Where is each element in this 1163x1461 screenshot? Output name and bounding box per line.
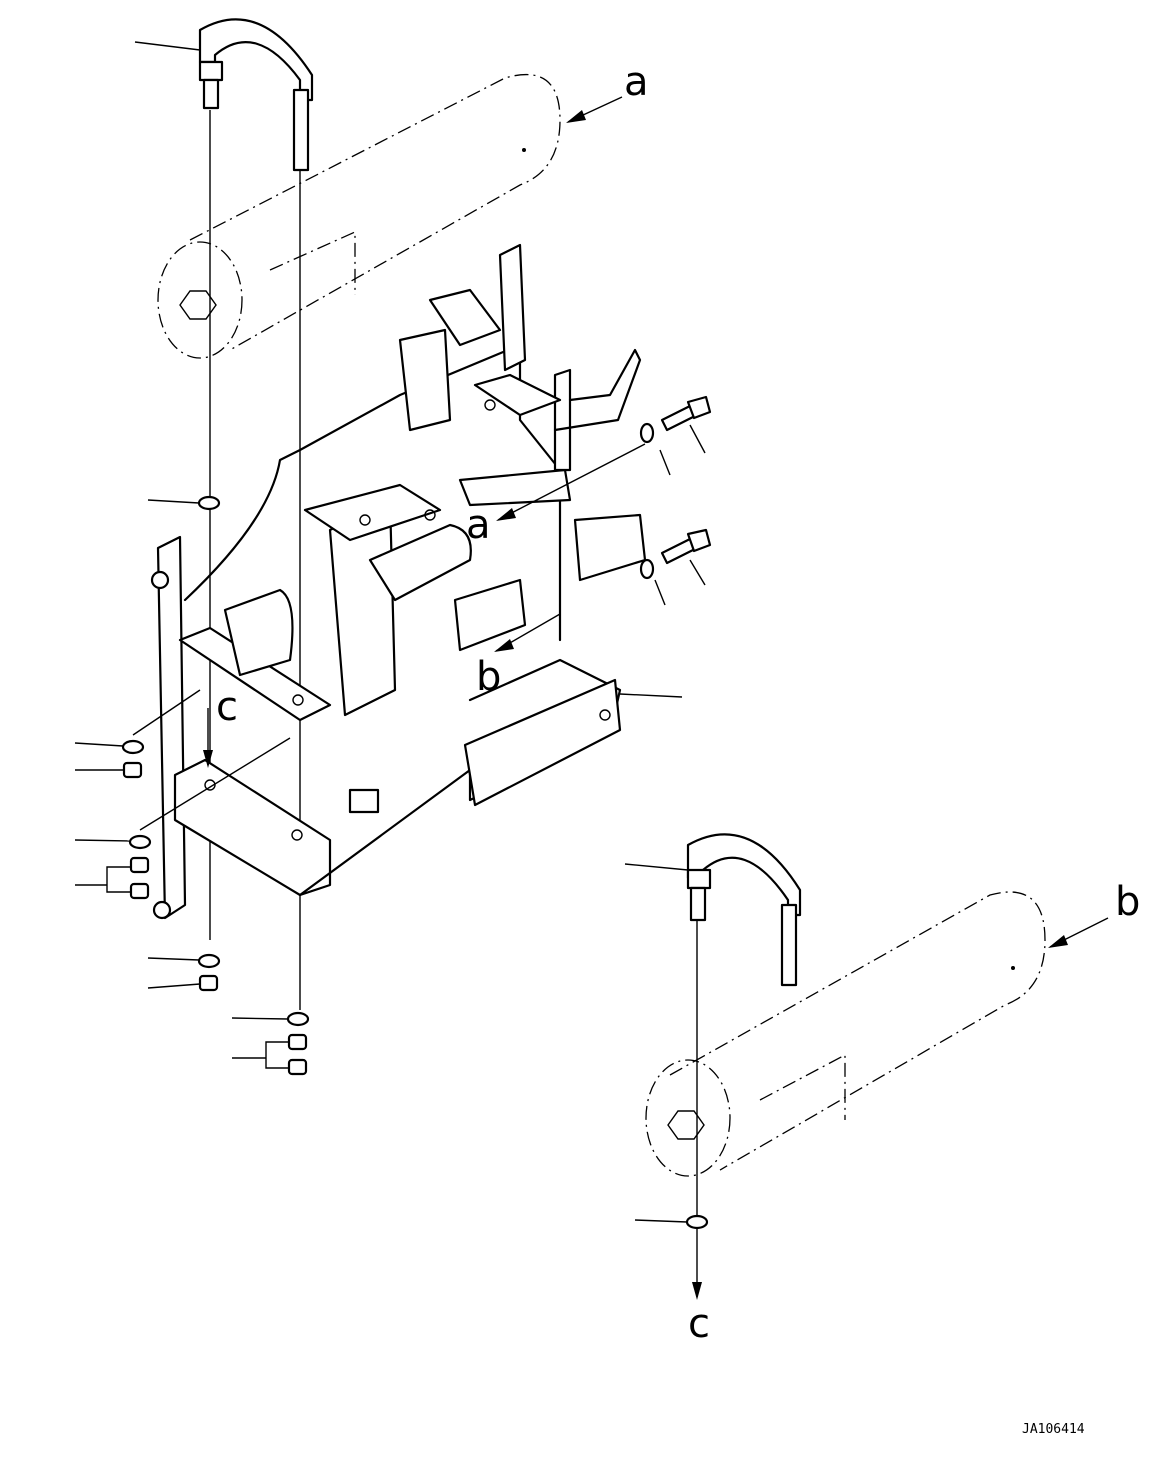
washer-upper xyxy=(639,422,655,444)
label-c-mid: c xyxy=(216,684,238,730)
lower-canister xyxy=(645,891,1046,1177)
upper-canister xyxy=(157,73,561,359)
bolt-upper xyxy=(660,395,712,432)
figure-code: JA106414 xyxy=(1022,1422,1085,1437)
lower-u-band xyxy=(686,833,802,987)
arrows xyxy=(203,96,1109,1300)
upper-u-band xyxy=(198,18,314,172)
washer-lower xyxy=(639,558,655,580)
canister-hex-plug xyxy=(667,1110,705,1140)
leader-lines xyxy=(74,41,291,1069)
label-c-bottom: c xyxy=(688,1301,710,1347)
label-a-mid: a xyxy=(466,502,491,548)
bolt-lower xyxy=(660,528,712,565)
washer-lower-canister xyxy=(685,1214,709,1230)
label-b-right: b xyxy=(1115,879,1140,925)
main-bracket xyxy=(150,243,647,920)
left-fasteners xyxy=(121,495,310,1076)
label-a-top: a xyxy=(624,59,649,105)
canister-hex-plug xyxy=(179,290,217,320)
label-b-mid: b xyxy=(476,654,501,700)
